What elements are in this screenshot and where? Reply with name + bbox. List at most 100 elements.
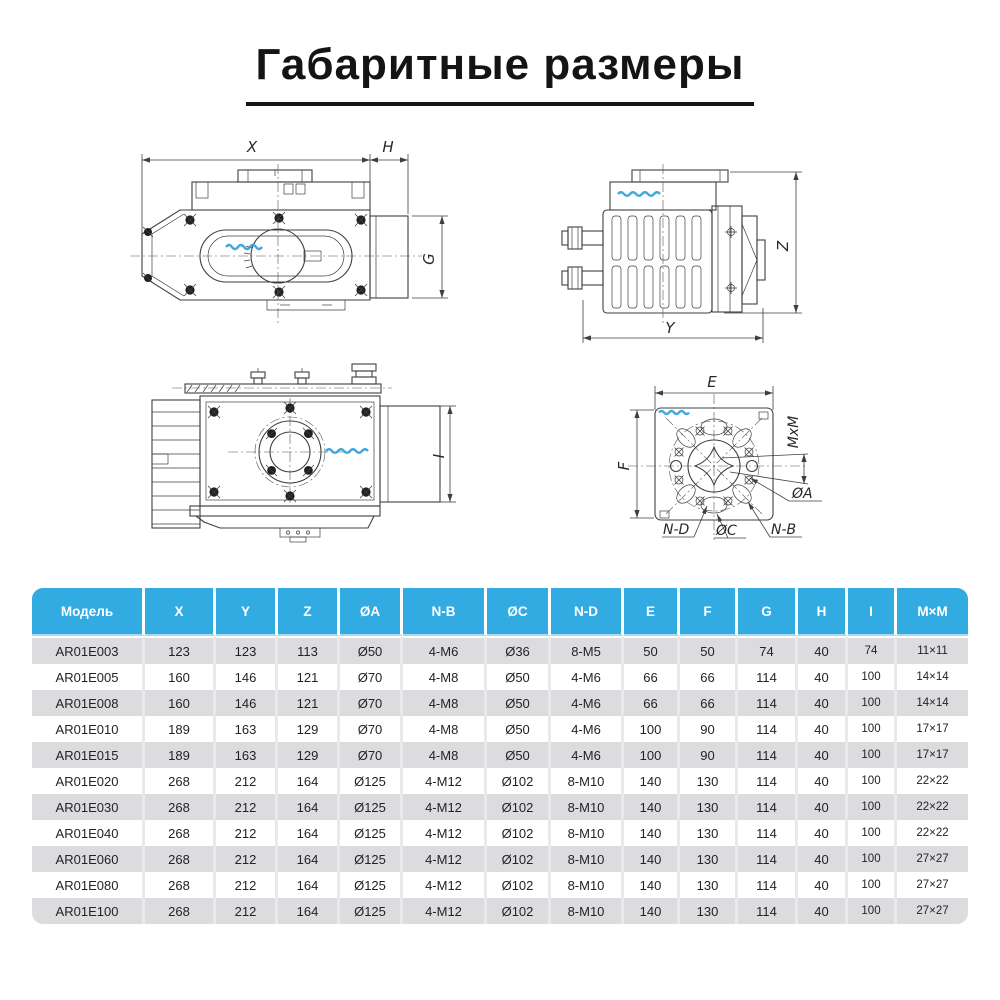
- side-view-drawing: Z Y: [561, 164, 802, 343]
- dim-i-label: I: [430, 453, 448, 458]
- dim-x-label: X: [246, 138, 258, 156]
- n-b-label: N-B: [771, 522, 796, 538]
- value-cell: 268: [145, 768, 216, 794]
- value-cell: 8-M10: [551, 768, 624, 794]
- value-cell: 4-M6: [551, 690, 624, 716]
- value-cell: 114: [738, 820, 798, 846]
- value-cell: Ø50: [340, 636, 403, 664]
- value-cell: 164: [278, 846, 340, 872]
- value-cell: 66: [680, 664, 738, 690]
- value-cell: 123: [216, 636, 278, 664]
- value-cell: 66: [624, 690, 680, 716]
- value-cell: Ø50: [487, 742, 551, 768]
- value-cell: Ø50: [487, 716, 551, 742]
- value-cell: 212: [216, 768, 278, 794]
- header-cell: M×M: [897, 588, 968, 636]
- value-cell: Ø102: [487, 846, 551, 872]
- cooling-fins: [611, 215, 702, 309]
- value-cell: 212: [216, 898, 278, 924]
- header-cell: F: [680, 588, 738, 636]
- value-cell: 121: [278, 690, 340, 716]
- value-cell: Ø125: [340, 898, 403, 924]
- header-cell: Y: [216, 588, 278, 636]
- value-cell: 164: [278, 898, 340, 924]
- n-d-label: N-D: [663, 522, 690, 538]
- value-cell: 268: [145, 898, 216, 924]
- value-cell: 27×27: [897, 872, 968, 898]
- value-cell: 268: [145, 846, 216, 872]
- value-cell: 113: [278, 636, 340, 664]
- header-cell: N-D: [551, 588, 624, 636]
- value-cell: 114: [738, 898, 798, 924]
- value-cell: 130: [680, 768, 738, 794]
- value-cell: 140: [624, 768, 680, 794]
- screw-icons: [142, 211, 368, 299]
- value-cell: Ø70: [340, 716, 403, 742]
- model-cell: AR01E010: [32, 716, 145, 742]
- value-cell: 130: [680, 872, 738, 898]
- value-cell: Ø70: [340, 690, 403, 716]
- value-cell: 4-M12: [403, 820, 487, 846]
- diameter-c-label: ØC: [715, 523, 737, 539]
- value-cell: Ø125: [340, 846, 403, 872]
- value-cell: 100: [848, 664, 897, 690]
- value-cell: 130: [680, 794, 738, 820]
- model-cell: AR01E080: [32, 872, 145, 898]
- bolt-icons: [250, 368, 310, 385]
- header-cell: Z: [278, 588, 340, 636]
- value-cell: 212: [216, 820, 278, 846]
- value-cell: 100: [624, 742, 680, 768]
- value-cell: Ø70: [340, 664, 403, 690]
- value-cell: 164: [278, 872, 340, 898]
- value-cell: 4-M8: [403, 742, 487, 768]
- header-cell: E: [624, 588, 680, 636]
- value-cell: 40: [798, 664, 848, 690]
- value-cell: 40: [798, 820, 848, 846]
- value-cell: 140: [624, 794, 680, 820]
- value-cell: 100: [848, 872, 897, 898]
- value-cell: 4-M12: [403, 794, 487, 820]
- value-cell: Ø125: [340, 820, 403, 846]
- top-view-drawing: X H G: [130, 138, 448, 324]
- value-cell: 50: [680, 636, 738, 664]
- value-cell: 146: [216, 690, 278, 716]
- value-cell: 212: [216, 846, 278, 872]
- value-cell: 114: [738, 742, 798, 768]
- value-cell: 14×14: [897, 690, 968, 716]
- value-cell: 11×11: [897, 636, 968, 664]
- model-cell: AR01E003: [32, 636, 145, 664]
- value-cell: 8-M10: [551, 794, 624, 820]
- value-cell: 4-M8: [403, 664, 487, 690]
- value-cell: 27×27: [897, 898, 968, 924]
- value-cell: 114: [738, 846, 798, 872]
- value-cell: 40: [798, 794, 848, 820]
- value-cell: 4-M6: [551, 664, 624, 690]
- value-cell: 164: [278, 768, 340, 794]
- brand-logo: [325, 448, 369, 454]
- value-cell: 140: [624, 820, 680, 846]
- brand-logo: [658, 409, 690, 416]
- value-cell: 164: [278, 820, 340, 846]
- value-cell: 4-M6: [551, 716, 624, 742]
- value-cell: 121: [278, 664, 340, 690]
- value-cell: 129: [278, 716, 340, 742]
- value-cell: 8-M10: [551, 898, 624, 924]
- value-cell: 164: [278, 794, 340, 820]
- value-cell: 40: [798, 768, 848, 794]
- value-cell: Ø102: [487, 898, 551, 924]
- header-cell: ØA: [340, 588, 403, 636]
- value-cell: 100: [848, 742, 897, 768]
- value-cell: 114: [738, 716, 798, 742]
- value-cell: 212: [216, 794, 278, 820]
- model-cell: AR01E015: [32, 742, 145, 768]
- value-cell: 100: [848, 898, 897, 924]
- value-cell: 40: [798, 846, 848, 872]
- value-cell: 40: [798, 690, 848, 716]
- value-cell: 14×14: [897, 664, 968, 690]
- dim-f-label: F: [615, 461, 633, 470]
